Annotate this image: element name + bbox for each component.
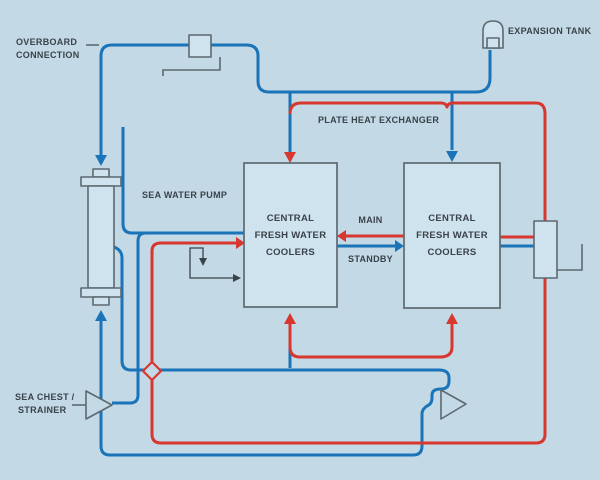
pump-feed-pipe [121, 127, 244, 235]
expansion-tank-label: EXPANSION TANK [508, 26, 592, 36]
sea-chest-strainer-icon [85, 390, 113, 420]
coolers-bottom-u-pipe [288, 322, 454, 359]
sea-water-pump-cylinder [80, 168, 122, 306]
arrow-left-main [337, 230, 346, 242]
standby-line-label: STANDBY [348, 254, 393, 264]
overboard-connection-label: OVERBOARD CONNECTION [16, 36, 80, 62]
overboard-label-line2: CONNECTION [16, 50, 80, 60]
cooler-left-line3: COOLERS [265, 246, 316, 258]
sea-chest-strainer-label: SEA CHEST / STRAINER [15, 391, 74, 417]
components [80, 20, 558, 420]
cooler-left-inlet-pipe [150, 241, 236, 364]
instrument-arrow-right [233, 274, 241, 282]
overboard-label-line1: OVERBOARD [16, 37, 78, 47]
sea-chest-label-line2: STRAINER [18, 405, 67, 415]
arrow-up-into-cooler-left-bottom [284, 313, 296, 324]
hot-water-pipes [150, 101, 547, 445]
overboard-valve-control-line [162, 57, 221, 76]
arrow-up-into-pump-bottom [95, 310, 107, 321]
hot-main-bottom-pipe [150, 278, 547, 445]
pump-top-cap [92, 168, 110, 178]
cooler-right-line1: CENTRAL [428, 213, 476, 224]
pump-body [87, 185, 115, 289]
cooler-left-box [243, 162, 338, 308]
expansion-tank-base [486, 37, 500, 49]
pump-discharge-loop-pipe [99, 245, 451, 457]
arrow-down-into-cooler-left [284, 152, 296, 163]
overboard-valve-box [188, 34, 212, 58]
instrument-bracket-lines [189, 247, 233, 279]
heat-exchanger-return-pipe [288, 101, 547, 221]
hot-water-arrowheads [236, 152, 458, 324]
three-way-valve-box [533, 220, 558, 279]
pump-top-flange [80, 176, 122, 187]
overboard-supply-pipe [99, 43, 492, 158]
standby-pump-icon [440, 389, 467, 420]
arrow-right-standby [395, 240, 404, 252]
instrument-arrowheads [199, 258, 241, 282]
arrow-up-into-cooler-right-bottom [446, 313, 458, 324]
crossing-diamond-marker [141, 360, 163, 382]
arrow-down-into-pump-top [95, 155, 107, 166]
expansion-tank-icon [482, 20, 504, 49]
arrow-down-into-cooler-right [446, 151, 458, 162]
instrument-bracket [189, 247, 233, 279]
pump-bottom-cap [92, 296, 110, 306]
valve-control-line [557, 244, 583, 271]
sea-water-pump-label: SEA WATER PUMP [142, 190, 228, 200]
cooler-left-label: CENTRAL FRESH WATER COOLERS [244, 163, 337, 307]
cooler-right-label: CENTRAL FRESH WATER COOLERS [404, 163, 500, 308]
plate-heat-exchanger-label: PLATE HEAT EXCHANGER [318, 115, 440, 125]
sensor-lines [72, 44, 583, 406]
sea-chest-label-line1: SEA CHEST / [15, 392, 75, 402]
cooler-right-box [403, 162, 501, 309]
cooler-right-line3: COOLERS [427, 247, 477, 258]
instrument-arrow-down [199, 258, 207, 266]
sea-chest-riser-pipe [112, 231, 147, 405]
cooler-right-line2: FRESH WATER [416, 230, 488, 241]
cold-water-pipes [99, 43, 534, 457]
main-line-label: MAIN [358, 215, 383, 225]
cold-water-arrowheads [95, 151, 458, 321]
arrow-right-into-cooler-left-side [236, 237, 245, 249]
pump-bottom-flange [80, 287, 122, 298]
cooler-left-line1: CENTRAL [266, 212, 315, 224]
cooler-left-line2: FRESH WATER [254, 229, 327, 241]
